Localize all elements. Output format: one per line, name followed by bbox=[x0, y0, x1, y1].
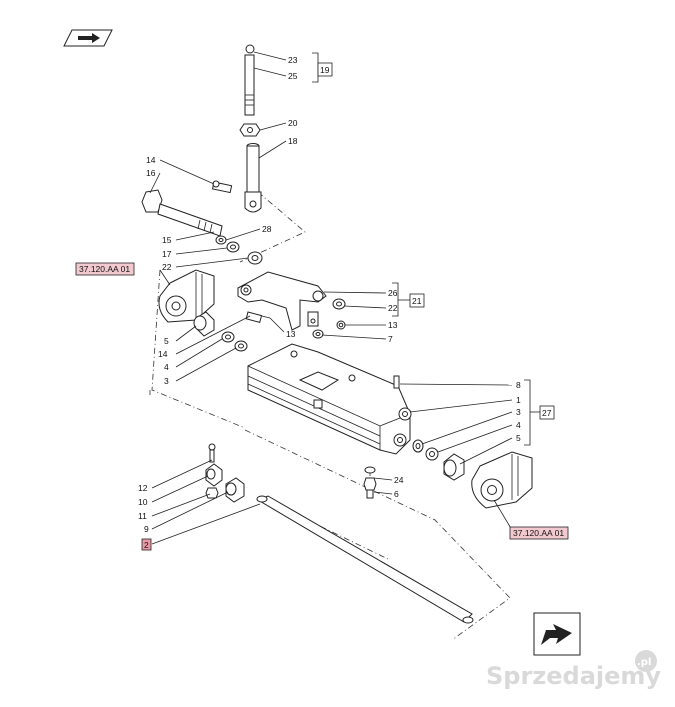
callout-25[interactable]: 25 bbox=[288, 71, 298, 81]
watermark-text: Sprzedajemy bbox=[486, 662, 661, 690]
callout-22-right[interactable]: 22 bbox=[388, 303, 398, 313]
pin-part-23 bbox=[244, 44, 255, 116]
callout-16[interactable]: 16 bbox=[146, 168, 156, 178]
callout-21[interactable]: 21 bbox=[412, 296, 422, 306]
guide-lines bbox=[149, 191, 511, 641]
callout-18[interactable]: 18 bbox=[288, 136, 298, 146]
right-lift-arm-bracket bbox=[471, 451, 533, 509]
nut-part-20 bbox=[239, 123, 261, 137]
callout-4-left[interactable]: 4 bbox=[164, 362, 169, 372]
reference-right-label: 37.120.AA 01 bbox=[513, 528, 564, 538]
callout-19[interactable]: 19 bbox=[320, 65, 330, 75]
bushing-part-7 bbox=[312, 329, 324, 339]
spacer-part-4-right bbox=[425, 447, 439, 461]
rocker-lever-part-21 bbox=[237, 271, 327, 331]
callout-14[interactable]: 14 bbox=[146, 155, 156, 165]
hand-pointing-right-icon[interactable] bbox=[63, 29, 113, 47]
watermark-logo: Sprzedajemy .pl bbox=[486, 650, 661, 690]
callout-14-left[interactable]: 14 bbox=[158, 349, 168, 359]
clamp-part-10 bbox=[205, 463, 223, 487]
reference-right[interactable]: 37.120.AA 01 bbox=[509, 526, 569, 540]
spacer-part-5 bbox=[193, 311, 215, 337]
screw-part-12 bbox=[208, 443, 216, 463]
bushing-part-22 bbox=[247, 251, 263, 265]
spacer-part-4 bbox=[221, 331, 235, 343]
callout-20[interactable]: 20 bbox=[288, 118, 298, 128]
callout-7[interactable]: 7 bbox=[388, 334, 393, 344]
watermark-suffix: .pl bbox=[637, 657, 651, 668]
bolt-part-6 bbox=[363, 477, 377, 499]
callout-8[interactable]: 8 bbox=[516, 380, 521, 390]
support-housing-part-1 bbox=[247, 343, 412, 455]
washer-part-24 bbox=[364, 466, 376, 474]
spacer-part-3 bbox=[234, 340, 248, 352]
callout-11[interactable]: 11 bbox=[138, 511, 147, 521]
callout-26[interactable]: 26 bbox=[388, 288, 398, 298]
bolt-part-16 bbox=[141, 189, 223, 237]
spacer-part-3-right bbox=[412, 439, 424, 453]
callout-labels: 23 25 19 20 18 14 16 15 28 17 22 26 22 2… bbox=[138, 55, 555, 551]
rod-part-18 bbox=[244, 143, 262, 213]
callout-5-left[interactable]: 5 bbox=[164, 336, 169, 346]
reference-left[interactable]: 37.120.AA 01 bbox=[75, 262, 135, 276]
callout-5-right[interactable]: 5 bbox=[516, 433, 521, 443]
shaft-part-2 bbox=[256, 495, 474, 624]
callout-15[interactable]: 15 bbox=[162, 235, 172, 245]
callout-1[interactable]: 1 bbox=[516, 395, 521, 405]
callout-9[interactable]: 9 bbox=[144, 524, 149, 534]
nut-part-11 bbox=[205, 487, 219, 499]
reference-left-label: 37.120.AA 01 bbox=[79, 264, 130, 274]
callout-6[interactable]: 6 bbox=[394, 489, 399, 499]
screw-part-13 bbox=[245, 311, 271, 323]
washer-part-28 bbox=[215, 235, 227, 245]
bushing-part-26 bbox=[332, 298, 346, 310]
callout-28[interactable]: 28 bbox=[262, 224, 272, 234]
callout-27[interactable]: 27 bbox=[542, 408, 552, 418]
callout-4-right[interactable]: 4 bbox=[516, 420, 521, 430]
callout-12[interactable]: 12 bbox=[138, 483, 148, 493]
callout-13-right[interactable]: 13 bbox=[388, 320, 398, 330]
callout-3-left[interactable]: 3 bbox=[164, 376, 169, 386]
callout-2[interactable]: 2 bbox=[144, 540, 149, 550]
arrow-direction-icon[interactable] bbox=[533, 612, 581, 656]
callout-3-right[interactable]: 3 bbox=[516, 407, 521, 417]
callout-17[interactable]: 17 bbox=[162, 249, 172, 259]
spacer-part-5-right bbox=[443, 453, 465, 481]
bushing-part-9 bbox=[225, 477, 245, 503]
bolt-part-14 bbox=[211, 180, 233, 194]
callout-24[interactable]: 24 bbox=[394, 475, 404, 485]
callout-23[interactable]: 23 bbox=[288, 55, 298, 65]
left-lift-arm-bracket bbox=[158, 269, 215, 323]
washer-part-13 bbox=[336, 320, 346, 330]
pin-part-8 bbox=[393, 375, 400, 389]
callout-22-left[interactable]: 22 bbox=[162, 262, 172, 272]
callout-10[interactable]: 10 bbox=[138, 497, 148, 507]
callout-13-center[interactable]: 13 bbox=[286, 329, 296, 339]
bushing-part-17 bbox=[226, 241, 240, 253]
